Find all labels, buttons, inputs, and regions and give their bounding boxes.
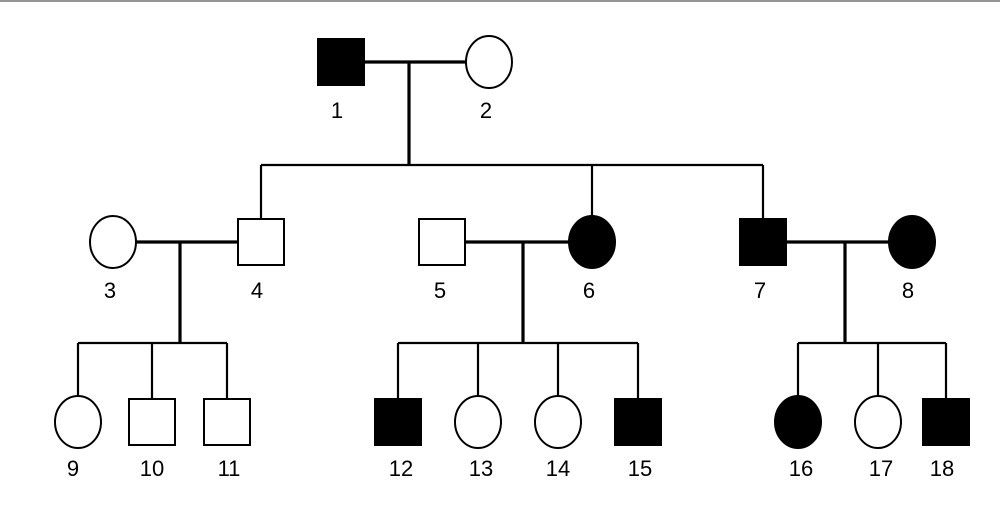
male-affected-symbol-1 — [317, 38, 365, 86]
female-unaffected-symbol-3 — [89, 215, 137, 269]
relationship-lines — [76, 60, 948, 399]
individual-label-3: 3 — [104, 278, 116, 303]
female-unaffected-symbol-17 — [854, 395, 902, 449]
female-unaffected-symbol-2 — [465, 35, 513, 89]
individual-label-6: 6 — [583, 278, 595, 303]
male-affected-symbol-12 — [374, 398, 422, 446]
individual-label-2: 2 — [480, 98, 492, 123]
female-affected-symbol-6 — [568, 215, 616, 269]
individual-label-7: 7 — [754, 278, 766, 303]
individual-label-12: 12 — [389, 456, 413, 481]
male-affected-symbol-18 — [922, 398, 970, 446]
individual-label-13: 13 — [469, 456, 493, 481]
female-unaffected-symbol-13 — [454, 395, 502, 449]
male-unaffected-symbol-11 — [203, 398, 251, 446]
individual-label-18: 18 — [930, 456, 954, 481]
female-affected-symbol-8 — [888, 215, 936, 269]
male-unaffected-symbol-4 — [237, 218, 285, 266]
individual-label-17: 17 — [869, 456, 893, 481]
male-unaffected-symbol-10 — [128, 398, 176, 446]
female-unaffected-symbol-14 — [534, 395, 582, 449]
female-unaffected-symbol-9 — [54, 395, 102, 449]
individual-label-15: 15 — [628, 456, 652, 481]
individual-label-4: 4 — [251, 278, 263, 303]
male-affected-symbol-15 — [614, 398, 662, 446]
individual-label-5: 5 — [434, 278, 446, 303]
individual-label-14: 14 — [546, 456, 570, 481]
individual-label-1: 1 — [331, 98, 343, 123]
individual-label-9: 9 — [67, 456, 79, 481]
individual-label-8: 8 — [902, 278, 914, 303]
individual-label-10: 10 — [140, 456, 164, 481]
individual-label-16: 16 — [789, 456, 813, 481]
individual-symbols — [54, 35, 970, 449]
male-unaffected-symbol-5 — [418, 218, 466, 266]
female-affected-symbol-16 — [774, 395, 822, 449]
male-affected-symbol-7 — [739, 218, 787, 266]
individual-label-11: 11 — [218, 456, 241, 481]
